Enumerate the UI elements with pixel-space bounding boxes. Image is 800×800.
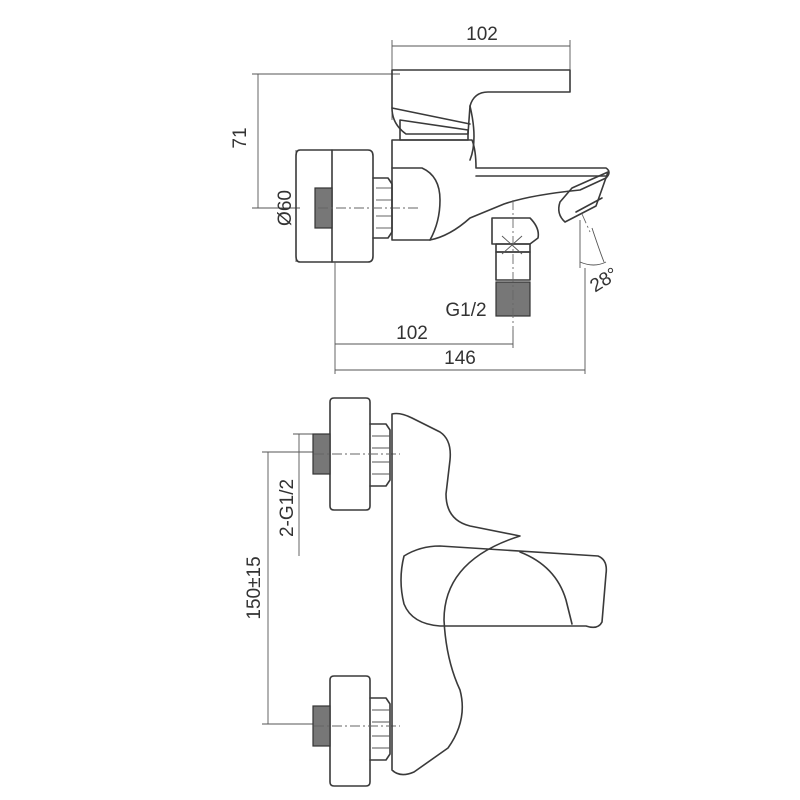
shower-outlet-connector xyxy=(491,217,540,245)
dimension-total-length: 146 xyxy=(335,268,586,374)
front-lever-handle xyxy=(400,545,608,629)
dim-total-length-label: 146 xyxy=(444,348,476,369)
dimension-centers: 150±15 xyxy=(244,451,330,725)
spout-outlet xyxy=(558,171,609,223)
mixer-body xyxy=(391,412,521,776)
dim-thread-label: G1/2 xyxy=(445,300,486,321)
dim-angle-label: 28° xyxy=(587,264,622,297)
dimension-offset: 102 xyxy=(334,262,514,374)
dim-diameter-label: Ø60 xyxy=(275,190,296,226)
valve-body xyxy=(391,139,610,241)
dimension-connections: 2-G1/2 xyxy=(277,433,330,556)
lever-handle xyxy=(391,69,571,135)
dimension-height: 71 xyxy=(230,73,400,209)
upper-wall-flange xyxy=(329,397,371,511)
cartridge-cap xyxy=(399,119,469,141)
lower-wall-flange xyxy=(329,675,371,787)
dimension-diameter: Ø60 xyxy=(275,150,297,262)
dim-offset-label: 102 xyxy=(396,323,428,344)
side-view: 102 71 Ø60 xyxy=(230,24,622,374)
dim-width-top-label: 102 xyxy=(466,24,498,45)
dim-connections-label: 2-G1/2 xyxy=(277,479,298,537)
dimension-top-width: 102 xyxy=(391,24,571,120)
dim-centers-label: 150±15 xyxy=(244,556,265,619)
front-view: 2-G1/2 150±15 xyxy=(244,397,608,787)
dimension-angle: 28° xyxy=(579,220,622,297)
dim-height-label: 71 xyxy=(230,127,251,148)
wall-flange xyxy=(295,149,374,263)
